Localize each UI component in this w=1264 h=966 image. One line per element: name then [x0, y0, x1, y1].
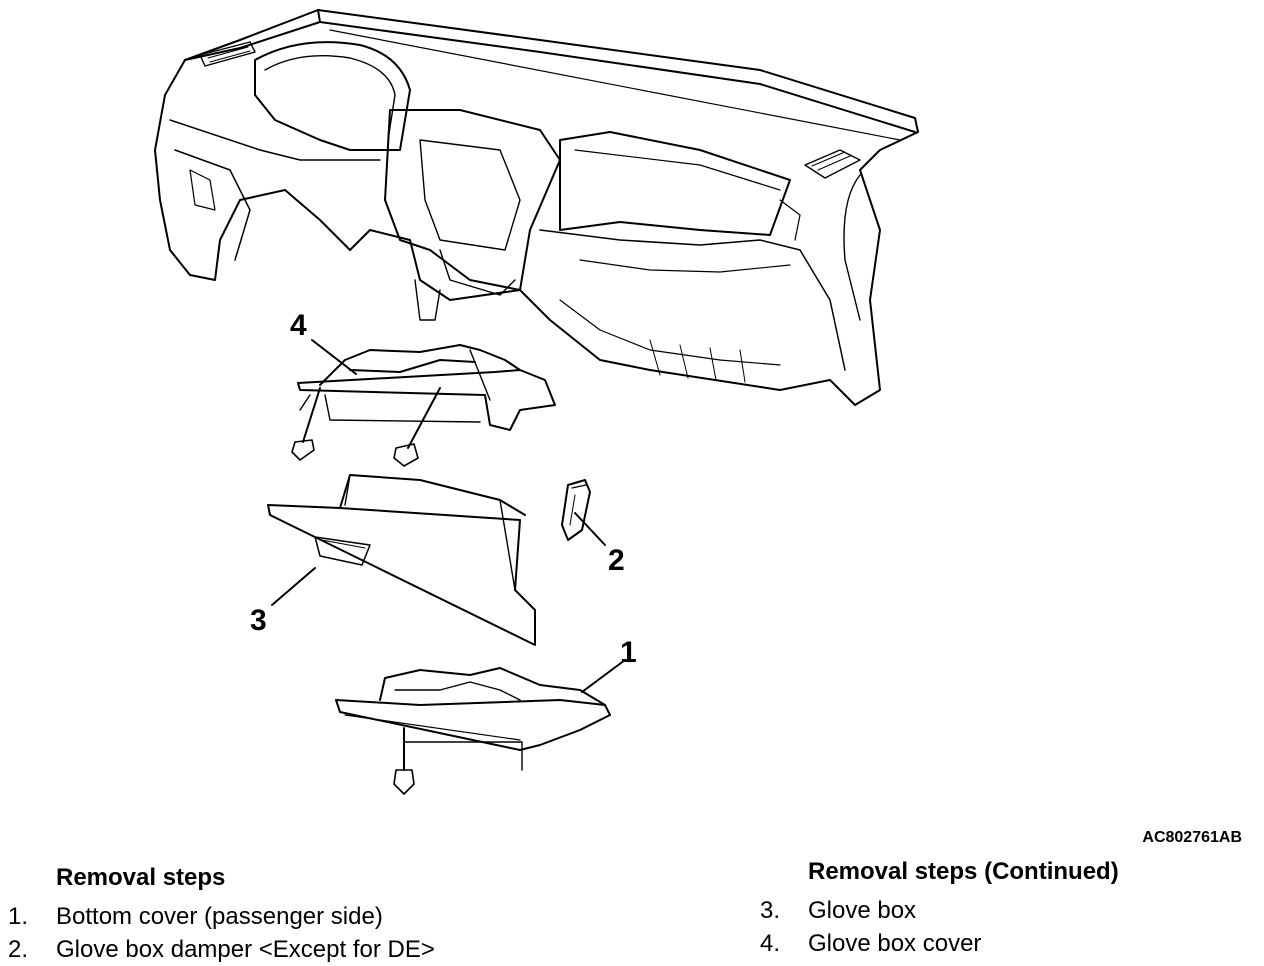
- glove-box-cover: [297, 344, 556, 431]
- step-row: 1. Bottom cover (passenger side): [8, 900, 435, 933]
- glove-box: [267, 474, 536, 646]
- clip-left: [291, 387, 321, 461]
- step-row: 4. Glove box cover: [760, 927, 1119, 960]
- callout-1: 1: [620, 636, 637, 669]
- step-number: 1.: [8, 902, 29, 930]
- removal-steps-right: Removal steps (Continued) 3. Glove box 4…: [760, 858, 1119, 960]
- step-number: 3.: [760, 896, 781, 924]
- step-text: Bottom cover (passenger side): [56, 902, 383, 930]
- clip-right: [393, 387, 441, 467]
- step-number: 4.: [760, 929, 781, 957]
- glove-box-damper: [561, 479, 591, 541]
- callout-4: 4: [290, 309, 307, 342]
- step-text: Glove box cover: [808, 929, 982, 957]
- instrument-panel: [154, 9, 919, 406]
- bottom-cover: [335, 667, 611, 751]
- figure-code: AC802761AB: [1142, 829, 1242, 846]
- step-row: 3. Glove box: [760, 894, 1119, 927]
- step-row: 2. Glove box damper <Except for DE>: [8, 933, 435, 966]
- step-number: 2.: [8, 935, 29, 963]
- removal-steps-left: Removal steps 1. Bottom cover (passenger…: [8, 864, 435, 966]
- callout-2: 2: [608, 544, 625, 577]
- removal-steps-heading: Removal steps: [56, 864, 226, 891]
- removal-steps-continued-heading: Removal steps (Continued): [808, 858, 1119, 885]
- step-text: Glove box damper <Except for DE>: [56, 935, 435, 963]
- exploded-view-illustration: 4 2 3 1: [154, 9, 919, 795]
- step-text: Glove box: [808, 896, 917, 924]
- clip-bottom: [393, 727, 523, 795]
- callout-3: 3: [250, 604, 267, 637]
